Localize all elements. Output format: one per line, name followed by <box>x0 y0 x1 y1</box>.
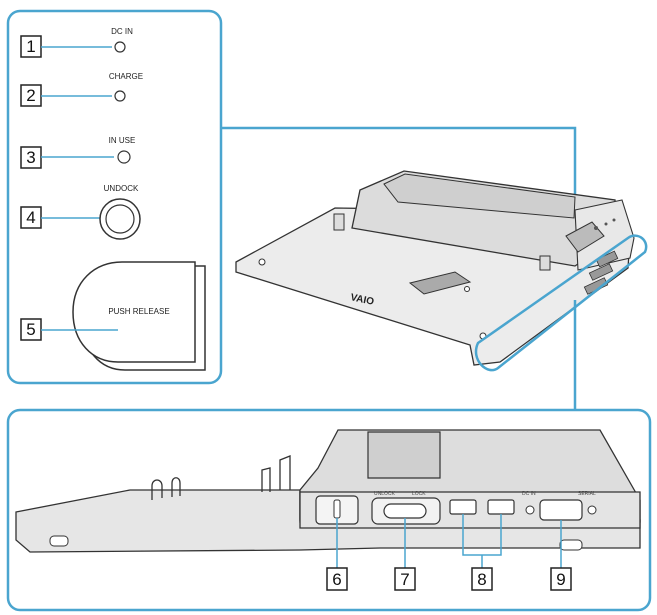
dock-led-icon <box>604 222 608 226</box>
dock-perspective-view: VAIO <box>235 170 648 410</box>
dock-hook-icon <box>151 479 163 500</box>
in-use-label: IN USE <box>109 136 136 145</box>
dock-foot-icon <box>49 535 69 547</box>
callout-box-8 <box>471 567 493 591</box>
charge-label: CHARGE <box>109 72 143 81</box>
callout-box-7 <box>394 567 416 591</box>
lock-label: LOCK <box>412 491 426 497</box>
highlight-capsule <box>474 234 648 372</box>
dock-hook-icon <box>279 455 291 490</box>
callout-number-5: 5 <box>26 320 35 339</box>
dock-guide-pin-icon <box>539 255 551 271</box>
vaio-logo: VAIO <box>349 292 375 308</box>
serial-screw-icon <box>525 505 535 515</box>
dock-top-surface <box>383 173 576 219</box>
unlock-label: UNLOCK <box>374 491 396 497</box>
charge-led-icon <box>114 90 126 102</box>
callout-number-2: 2 <box>26 86 35 105</box>
dock-screw-icon <box>258 258 266 266</box>
dc-in-label: DC IN <box>111 27 133 36</box>
serial-screw-icon <box>587 505 597 515</box>
dock-screw-icon <box>464 286 470 292</box>
usb-port-icon <box>487 499 515 515</box>
dock-led-icon <box>612 218 616 222</box>
dock-side-tower-block <box>367 431 441 479</box>
dock-hook-icon <box>171 477 181 497</box>
dock-guide-pin-icon <box>333 213 345 231</box>
callout-number-7: 7 <box>400 570 409 589</box>
dock-side-port-icon <box>588 263 614 281</box>
indicator-dc-in: 1 DC IN <box>20 27 133 58</box>
push-release-lever-icon <box>72 261 196 363</box>
callout-number-8: 8 <box>477 570 486 589</box>
callout-number-4: 4 <box>26 208 35 227</box>
callout-number-6: 6 <box>332 570 341 589</box>
dock-led-icon <box>594 226 598 230</box>
serial-port-icon <box>539 499 583 521</box>
dock-hook-icon <box>261 467 271 492</box>
indicator-push-release: 5 PUSH RELEASE <box>20 261 206 371</box>
undock-label: UNDOCK <box>104 184 139 193</box>
dc-in-port-label: DC IN <box>522 491 536 497</box>
indicator-callout-panel: 1 DC IN 2 CHARGE 3 IN USE 4 <box>6 9 577 385</box>
indicator-charge: 2 CHARGE <box>20 72 143 107</box>
dock-foot-icon <box>559 539 583 551</box>
callout-number-1: 1 <box>26 37 35 56</box>
dock-right-panel <box>574 199 635 271</box>
push-release-label: PUSH RELEASE <box>108 307 169 316</box>
dc-in-led-icon <box>114 41 126 53</box>
usb-port-icon <box>449 499 477 515</box>
in-use-led-icon <box>117 150 131 164</box>
indicator-in-use: 3 IN USE <box>20 136 136 169</box>
security-slot-icon <box>333 499 341 519</box>
callout-panel-frame <box>6 9 223 385</box>
undock-button-inner-icon <box>105 204 135 234</box>
side-view-frame <box>6 408 652 612</box>
dock-connector-icon <box>408 271 472 295</box>
callout-box-9 <box>550 567 572 591</box>
serial-label: SERIAL <box>578 491 596 497</box>
callout-connector-top <box>221 126 577 208</box>
lock-lever-icon <box>383 503 427 519</box>
dock-undock-button-icon <box>565 221 605 253</box>
indicator-undock: 4 UNDOCK <box>20 184 141 240</box>
callout-number-3: 3 <box>26 148 35 167</box>
callout-number-9: 9 <box>556 570 565 589</box>
dock-side-view-panel: UNLOCK LOCK DC IN SERIAL 6 7 8 9 <box>6 408 652 612</box>
callout-box-6 <box>326 567 348 591</box>
